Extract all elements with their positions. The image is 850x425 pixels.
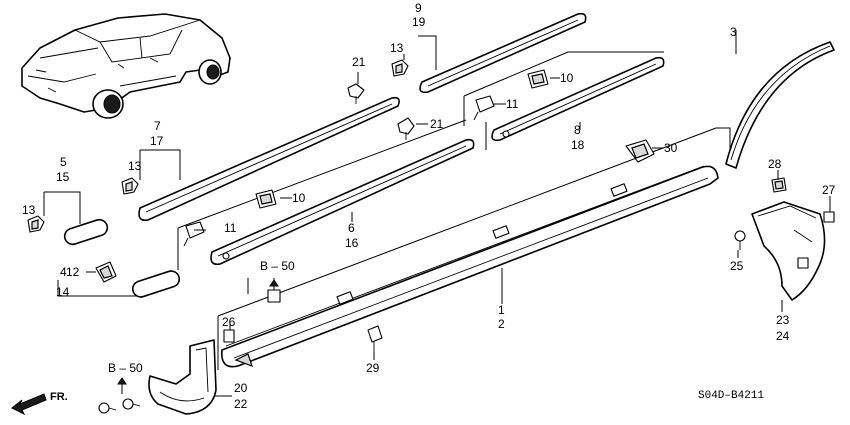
callout-15: 15 bbox=[56, 170, 70, 184]
callout-10-upper: 10 bbox=[560, 71, 574, 85]
callout-14: 14 bbox=[56, 285, 70, 299]
clip-26 bbox=[223, 329, 235, 343]
side-sill-garnish bbox=[221, 165, 719, 368]
callout-11-lower: 11 bbox=[224, 221, 237, 235]
callout-23: 23 bbox=[776, 313, 790, 327]
callout-10-lower: 10 bbox=[292, 191, 306, 205]
clip-10-upper bbox=[527, 69, 549, 89]
callout-3: 3 bbox=[730, 25, 737, 39]
ref-b50-upper: B – 50 bbox=[260, 259, 295, 273]
callout-1: 1 bbox=[498, 303, 505, 317]
clip-29 bbox=[367, 325, 383, 352]
door-molding-lower-front bbox=[138, 96, 400, 222]
clip-13-upper bbox=[391, 59, 409, 77]
clip-21-lower bbox=[397, 117, 415, 140]
clip-27 bbox=[823, 211, 835, 223]
clip-b50-upper bbox=[267, 289, 281, 303]
callout-13-lower: 13 bbox=[22, 203, 36, 217]
front-direction-label: FR. bbox=[50, 391, 68, 403]
mudguard-screws bbox=[98, 398, 141, 414]
clip-13-lower bbox=[27, 215, 45, 233]
callout-7: 7 bbox=[154, 119, 161, 133]
door-molding-rear bbox=[491, 56, 665, 142]
clip-12 bbox=[95, 261, 117, 283]
callout-5: 5 bbox=[60, 155, 67, 169]
callout-11-upper: 11 bbox=[506, 97, 519, 111]
clip-11-lower bbox=[183, 221, 205, 247]
clip-30 bbox=[625, 139, 655, 163]
callout-18: 18 bbox=[571, 138, 585, 152]
callout-16: 16 bbox=[345, 236, 359, 250]
callout-19: 19 bbox=[412, 15, 426, 29]
callout-6: 6 bbox=[348, 221, 355, 235]
callout-2: 2 bbox=[498, 317, 505, 331]
callout-21-upper: 21 bbox=[352, 55, 366, 69]
ref-b50-lower: B – 50 bbox=[108, 361, 143, 375]
fender-molding-front bbox=[63, 218, 109, 246]
callout-27: 27 bbox=[822, 183, 836, 197]
callout-13-middle: 13 bbox=[128, 159, 142, 173]
callout-9: 9 bbox=[415, 1, 422, 15]
front-direction-arrow bbox=[11, 393, 47, 416]
assembly-outlines bbox=[177, 51, 731, 370]
clip-28 bbox=[771, 177, 787, 193]
callout-25: 25 bbox=[730, 259, 744, 273]
door-molding-front bbox=[210, 138, 475, 266]
callout-30: 30 bbox=[664, 141, 678, 155]
callout-17: 17 bbox=[150, 134, 164, 148]
callout-12: 12 bbox=[66, 265, 80, 279]
clip-11-upper bbox=[473, 95, 495, 121]
front-mudguard bbox=[148, 339, 217, 415]
callout-28: 28 bbox=[768, 157, 782, 171]
fender-molding-rear bbox=[131, 270, 181, 298]
door-molding-rear-upper bbox=[419, 12, 587, 94]
rear-splash-guard bbox=[751, 201, 826, 301]
callout-4: 4 bbox=[60, 265, 67, 279]
diagram-code: S04D–B4211 bbox=[698, 390, 764, 402]
callout-leaders bbox=[43, 30, 831, 397]
wheel-arch-molding bbox=[725, 41, 835, 169]
clip-13-middle bbox=[121, 177, 139, 195]
callout-24: 24 bbox=[776, 329, 790, 343]
callout-8: 8 bbox=[574, 123, 581, 137]
vehicle-illustration bbox=[21, 13, 231, 119]
callout-29: 29 bbox=[366, 361, 380, 375]
clip-21-upper bbox=[347, 83, 365, 104]
clip-10-lower bbox=[255, 189, 277, 209]
callout-22: 22 bbox=[234, 397, 248, 411]
callout-13-upper: 13 bbox=[390, 41, 404, 55]
callout-26: 26 bbox=[222, 315, 236, 329]
callout-21-lower: 21 bbox=[430, 117, 444, 131]
callout-20: 20 bbox=[234, 381, 248, 395]
callout-labels: 9 19 13 21 10 11 21 8 18 7 17 13 10 11 6… bbox=[22, 1, 836, 411]
screw-25 bbox=[734, 230, 746, 250]
